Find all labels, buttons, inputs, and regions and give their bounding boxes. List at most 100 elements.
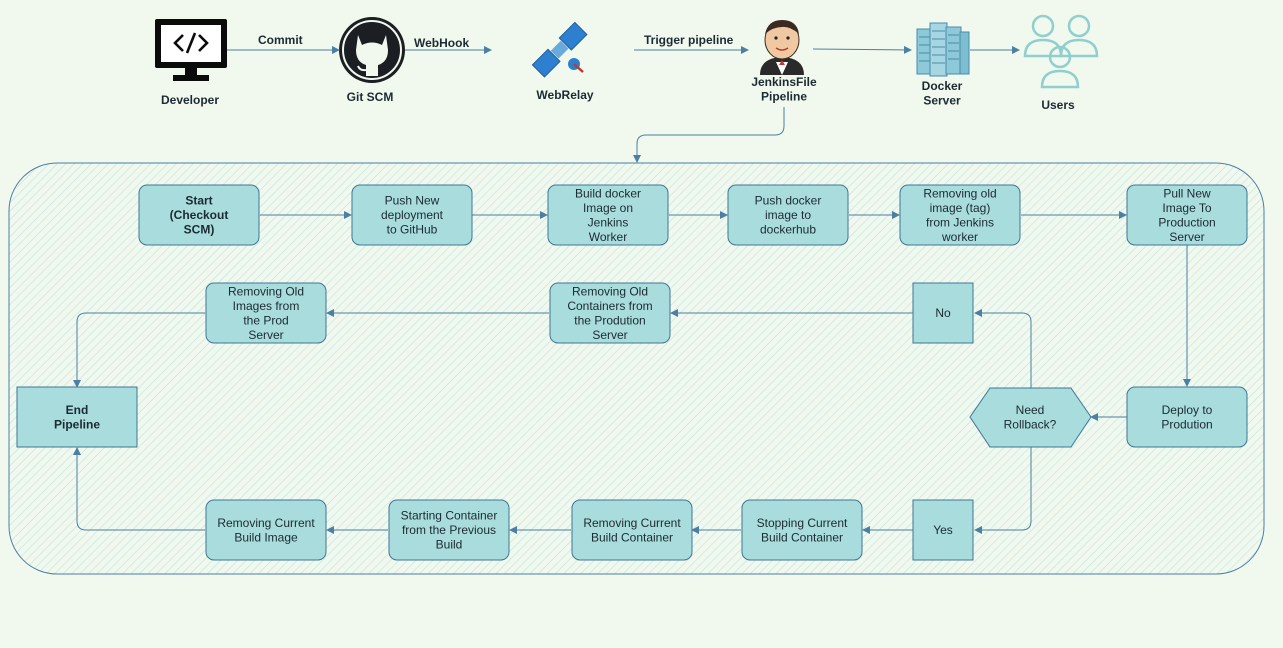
svg-text:Yes: Yes — [933, 523, 953, 537]
text-line: Server — [1169, 230, 1204, 244]
text-line: Deploy to — [1162, 403, 1213, 417]
text-line: Push docker — [755, 194, 822, 208]
text-line: Pipeline — [761, 89, 807, 103]
server-rack-icon — [916, 22, 970, 77]
svg-text:No: No — [935, 306, 951, 320]
text-line: Yes — [933, 523, 953, 537]
text-line: Removing Current — [217, 516, 315, 530]
edge-jenkins-pipeline — [633, 107, 785, 163]
node-yes: Yes — [912, 499, 974, 561]
git-scm-label: Git SCM — [347, 90, 394, 104]
users-group-icon — [1023, 14, 1099, 89]
text-line: Worker — [589, 230, 627, 244]
text-line: Commit — [258, 33, 303, 47]
text-line: Users — [1041, 98, 1075, 112]
jenkins-butler-icon — [760, 20, 804, 75]
text-line: Rollback? — [1004, 417, 1057, 431]
text-line: Trigger pipeline — [644, 33, 734, 47]
edge-decision-no — [974, 309, 1032, 388]
text-line: Developer — [161, 93, 219, 107]
text-line: Removing old — [923, 186, 996, 200]
users-label: Users — [1041, 98, 1075, 112]
text-line: image (tag) — [930, 201, 991, 215]
text-line: Build Container — [591, 530, 673, 544]
text-line: Removing Current — [583, 516, 681, 530]
text-line: Prodution — [1161, 417, 1212, 431]
text-line: the Prodution — [574, 313, 645, 327]
github-icon — [339, 17, 405, 83]
text-line: Docker — [922, 79, 963, 93]
text-line: Build Container — [761, 530, 843, 544]
edge-removeimages-end — [73, 312, 205, 388]
text-line: Starting Container — [401, 509, 498, 523]
edge-jenkins-docker — [812, 45, 912, 54]
text-line: Need — [1016, 403, 1045, 417]
text-line: Image To — [1162, 201, 1211, 215]
text-line: from Jenkins — [926, 215, 994, 229]
text-line: Server — [592, 328, 627, 342]
text-line: from the Previous — [402, 523, 496, 537]
text-line: Pipeline — [54, 417, 100, 431]
text-line: No — [935, 306, 951, 320]
text-line: Containers from — [567, 299, 652, 313]
text-line: Image on — [583, 201, 633, 215]
pipeline-container — [8, 162, 1265, 575]
text-line: Pull New — [1163, 186, 1211, 200]
text-line: JenkinsFile — [751, 75, 817, 89]
edge-decision-yes — [974, 447, 1032, 534]
text-line: to GitHub — [387, 223, 438, 237]
text-line: Start — [185, 194, 212, 208]
text-line: Server — [248, 328, 283, 342]
node-no: No — [912, 282, 974, 344]
edge-label-trigger: Trigger pipeline — [644, 33, 734, 47]
text-line: Build — [436, 538, 463, 552]
text-line: Images from — [233, 299, 300, 313]
edge-label-commit: Commit — [258, 33, 303, 47]
text-line: Removing Old — [228, 284, 304, 298]
text-line: Build docker — [575, 186, 641, 200]
text-line: Jenkins — [588, 215, 629, 229]
text-line: Server — [923, 93, 961, 107]
edge-removeimage-end — [73, 447, 205, 531]
text-line: Stopping Current — [757, 516, 848, 530]
text-line: End — [66, 403, 89, 417]
monitor-code-icon — [155, 19, 227, 81]
text-line: Production — [1158, 215, 1215, 229]
text-line: worker — [941, 230, 978, 244]
satellite-icon — [531, 21, 588, 78]
edge-label-webhook: WebHook — [414, 36, 469, 50]
text-line: WebHook — [414, 36, 469, 50]
text-line: dockerhub — [760, 223, 816, 237]
text-line: (Checkout — [170, 208, 229, 222]
text-line: image to — [765, 208, 811, 222]
webrelay-label: WebRelay — [536, 88, 593, 102]
